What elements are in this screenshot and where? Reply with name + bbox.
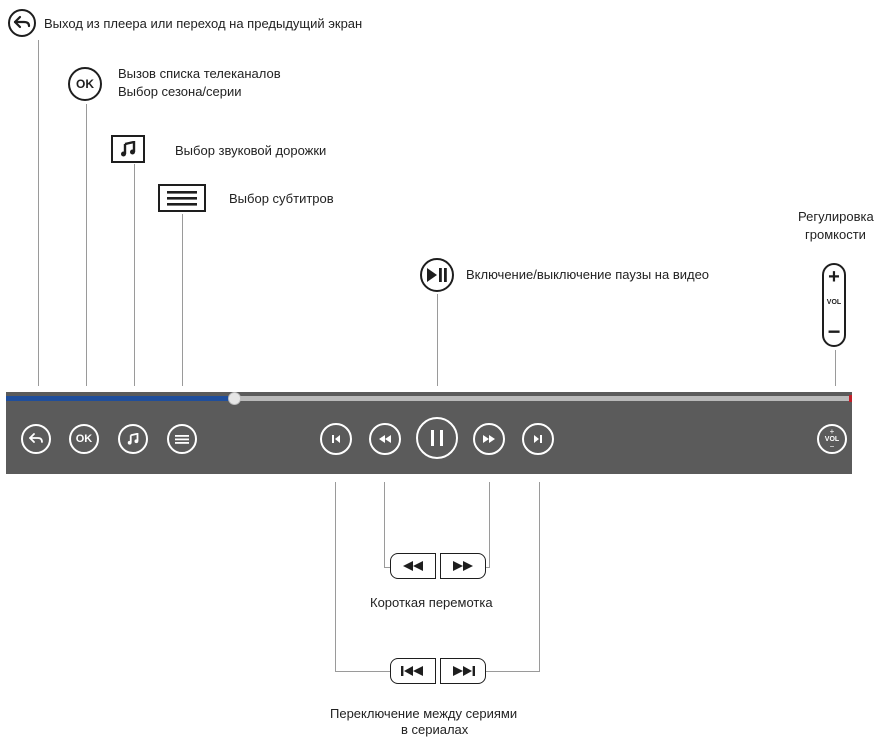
episodes-annotation-line2: в сериалах (401, 722, 469, 737)
rewind-button[interactable] (369, 423, 401, 455)
progress-fill (6, 396, 235, 401)
pause-button[interactable] (416, 417, 458, 459)
ok-button-label: OK (75, 433, 93, 445)
skip-next-icon (534, 435, 542, 443)
short-seek-bracket-right (482, 567, 490, 568)
next-episode-key (440, 658, 486, 684)
fast-forward-leader-line (489, 482, 490, 568)
back-arrow-icon (29, 433, 43, 443)
next-episode-leader-line (539, 482, 540, 672)
play-pause-icon (427, 268, 447, 282)
skip-previous-icon (401, 666, 423, 676)
volume-plus-icon: + (828, 266, 840, 288)
volume-annotation-line2: громкости (805, 227, 866, 242)
rewind-icon (379, 435, 391, 443)
episodes-bracket-right (482, 671, 539, 672)
subtitles-leader-line (182, 214, 183, 386)
back-leader-line (38, 40, 39, 386)
next-episode-button[interactable] (522, 423, 554, 455)
volume-rocker-label: VOL (826, 299, 842, 306)
volume-button[interactable]: + VOL − (817, 424, 847, 454)
ok-leader-line (86, 104, 87, 386)
rewind-key (390, 553, 436, 579)
fast-forward-icon (453, 561, 473, 571)
volume-leader-line (835, 350, 836, 386)
pause-leader-line (437, 294, 438, 386)
ok-key: OK (68, 67, 102, 101)
subtitles-icon (167, 191, 197, 206)
volume-minus-icon: − (827, 319, 841, 344)
subtitles-button[interactable] (167, 424, 197, 454)
pause-annotation: Включение/выключение паузы на видео (466, 267, 710, 282)
fast-forward-button[interactable] (473, 423, 505, 455)
back-button[interactable] (21, 424, 51, 454)
short-seek-keys (390, 553, 486, 579)
short-seek-bracket-left (384, 567, 392, 568)
pause-icon (431, 430, 443, 446)
progress-track[interactable] (6, 396, 852, 401)
ok-annotation-line2: Выбор сезона/серии (118, 84, 242, 99)
rewind-leader-line (384, 482, 385, 568)
subtitles-annotation: Выбор субтитров (229, 191, 334, 206)
play-pause-key (420, 258, 454, 292)
previous-episode-leader-line (335, 482, 336, 672)
progress-scrubber-handle[interactable] (228, 392, 242, 405)
back-arrow-icon (13, 15, 31, 29)
ok-icon: OK (76, 77, 94, 91)
player-control-bar: OK (6, 392, 852, 474)
ok-annotation-line1: Вызов списка телеканалов (118, 66, 281, 81)
music-note-icon (127, 433, 139, 445)
back-annotation: Выход из плеера или переход на предыдущи… (44, 16, 363, 31)
skip-next-icon (453, 666, 475, 676)
volume-button-label: VOL (824, 435, 840, 443)
audio-leader-line (134, 164, 135, 386)
short-seek-annotation: Короткая перемотка (370, 595, 493, 610)
audio-annotation: Выбор звуковой дорожки (175, 143, 327, 158)
back-key (8, 9, 36, 37)
previous-episode-key (390, 658, 436, 684)
volume-annotation-line1: Регулировка (798, 209, 874, 224)
audio-track-button[interactable] (118, 424, 148, 454)
fast-forward-icon (483, 435, 495, 443)
volume-button-minus: − (829, 441, 835, 451)
episodes-bracket-left (335, 671, 392, 672)
rewind-icon (403, 561, 423, 571)
audio-track-key (111, 135, 145, 163)
progress-end-marker (849, 395, 852, 402)
music-note-icon (121, 141, 136, 157)
episodes-annotation-line1: Переключение между сериями (330, 706, 518, 721)
subtitles-key (158, 184, 206, 212)
fast-forward-key (440, 553, 486, 579)
subtitles-icon (175, 435, 189, 444)
volume-rocker-key: + VOL − (822, 263, 846, 347)
volume-button-plus: + (829, 426, 835, 436)
episode-switch-keys (390, 658, 486, 684)
previous-episode-button[interactable] (320, 423, 352, 455)
skip-previous-icon (332, 435, 340, 443)
ok-button[interactable]: OK (69, 424, 99, 454)
